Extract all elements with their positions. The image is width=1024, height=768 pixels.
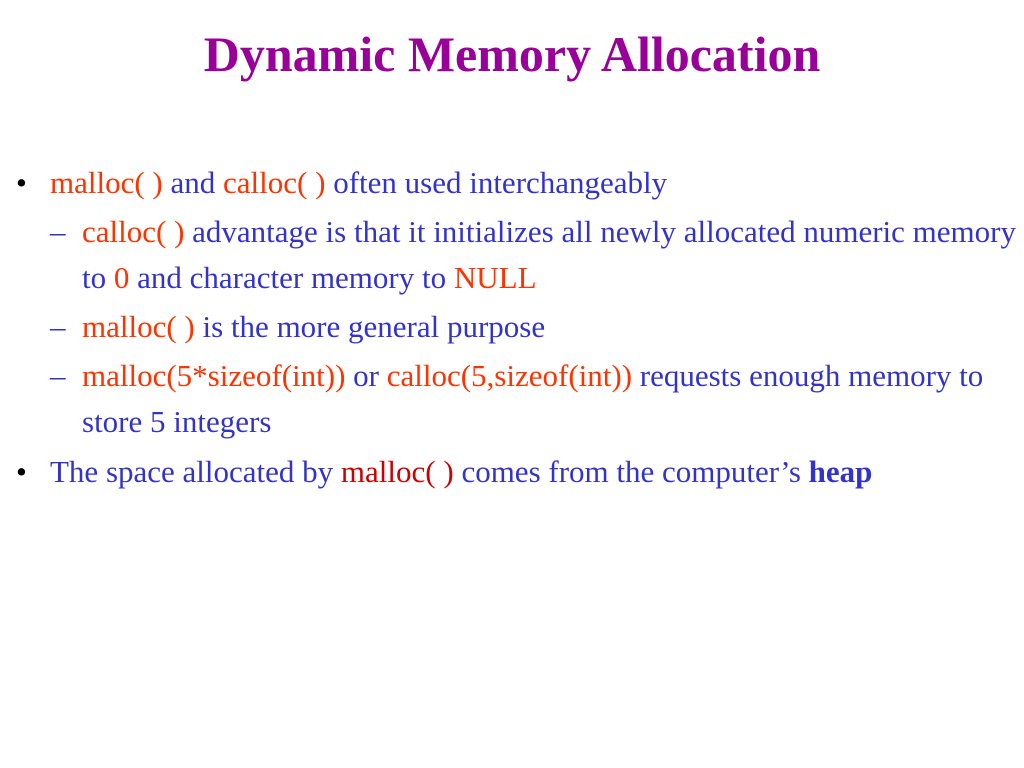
code-term: malloc( ) [340,454,454,489]
bullet-item: • The space allocated by malloc( ) comes … [14,449,1018,495]
slide-title: Dynamic Memory Allocation [203,26,821,82]
sub-bullet-item: –malloc(5*sizeof(int)) or calloc(5,sizeo… [38,353,1018,445]
code-term: heap [808,454,873,489]
code-term: calloc(5,sizeof(int)) [386,358,633,393]
sub-bullet-text: calloc( ) advantage is that it initializ… [82,214,1016,295]
code-term: 0 [113,260,130,295]
code-term: calloc( ) [82,214,185,249]
sub-bullet-item: –malloc( ) is the more general purpose [38,304,1018,350]
text-segment: advantage is that it initializes all new… [82,214,1016,295]
sub-bullet-text: malloc( ) is the more general purpose [82,309,545,344]
text-segment: and character memory to [129,260,454,295]
sub-bullet-marker: – [50,309,66,344]
bullet-marker: • [16,454,27,489]
bullet-item: • malloc( ) and calloc( ) often used inte… [14,160,1018,445]
text-segment: requests enough memory to store 5 intege… [82,358,984,439]
code-term: malloc( ) [82,309,195,344]
code-term: NULL [453,260,537,295]
text-segment: is the more general purpose [194,309,546,344]
sub-bullet-item: –calloc( ) advantage is that it initiali… [38,209,1018,301]
sub-bullet-list: –calloc( ) advantage is that it initiali… [50,209,1018,445]
text-segment: and [162,165,224,200]
sub-bullet-text: malloc(5*sizeof(int)) or calloc(5,sizeof… [82,358,983,439]
text-segment: or [345,358,387,393]
bullet-text: malloc( ) and calloc( ) often used inter… [50,165,667,200]
code-term: malloc(5*sizeof(int)) [82,358,346,393]
text-segment: often used interchangeably [325,165,668,200]
code-term: calloc( ) [223,165,326,200]
bullet-marker: • [16,165,27,200]
sub-bullet-marker: – [50,214,66,249]
sub-bullet-marker: – [50,358,66,393]
text-segment: comes from the computer’s [453,454,809,489]
code-term: malloc( ) [50,165,163,200]
bullet-text: The space allocated by malloc( ) comes f… [50,454,872,489]
bullet-list: • malloc( ) and calloc( ) often used inte… [14,160,1018,498]
text-segment: The space allocated by [50,454,341,489]
